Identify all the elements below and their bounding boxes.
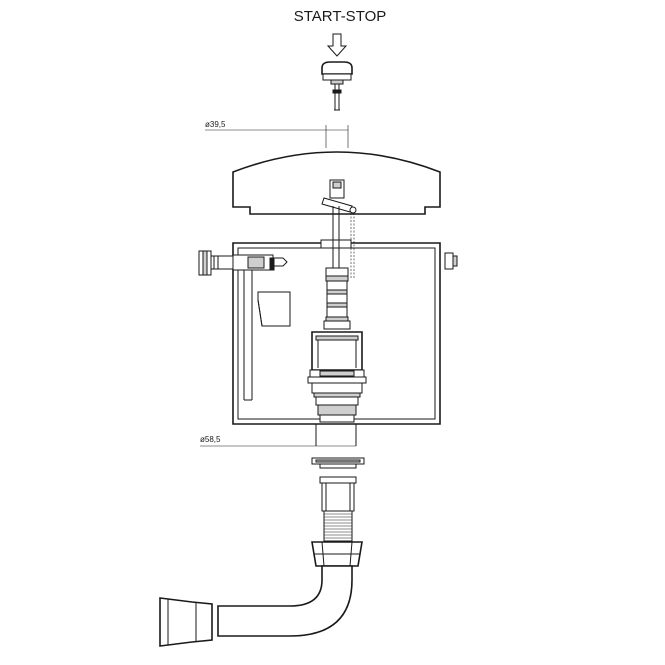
flush-valve: [307, 179, 367, 446]
fill-valve: [198, 250, 288, 401]
side-plug: [444, 252, 458, 270]
push-button: [321, 61, 353, 111]
pipe-end-sleeve: [159, 597, 213, 647]
dimension-lower: ø58,5: [200, 435, 356, 447]
diagram-title: START-STOP: [294, 8, 387, 25]
bend-cone-seal: [311, 541, 363, 567]
dimension-upper: ø39,5: [205, 120, 349, 148]
dimension-upper-label: ø39,5: [205, 120, 226, 129]
cistern-tank: [232, 239, 441, 425]
float: [257, 291, 291, 327]
dimension-lower-label: ø58,5: [200, 435, 221, 444]
corrugated-hose: [323, 510, 353, 542]
outlet-connector: [319, 476, 357, 512]
push-arrow-icon: [326, 33, 348, 57]
flush-bend-pipe: [217, 565, 353, 637]
outlet-nut: [311, 457, 365, 469]
